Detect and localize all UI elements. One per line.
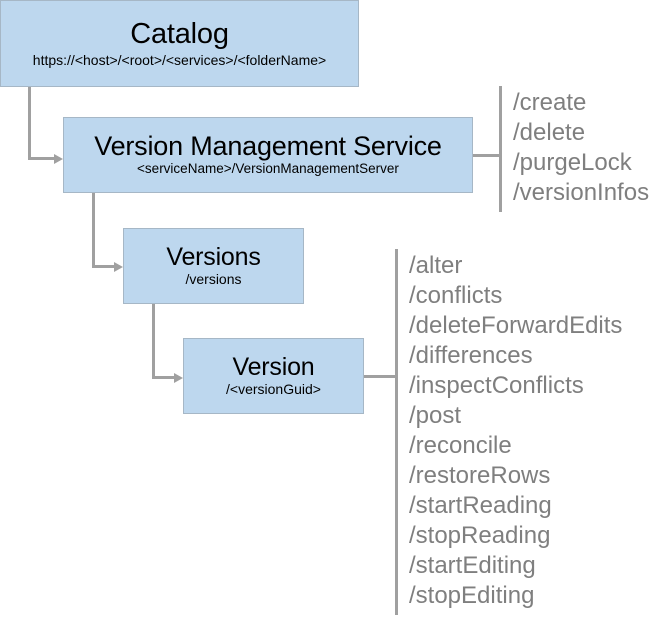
node-versions[interactable]: Versions /versions bbox=[123, 228, 304, 304]
operations-list-version-management-service: /create/delete/purgeLock/versionInfos bbox=[499, 86, 649, 212]
operation-item-version-6[interactable]: /reconcile bbox=[409, 432, 512, 459]
operation-item-version-4[interactable]: /inspectConflicts bbox=[409, 372, 584, 399]
node-versions-title: Versions bbox=[166, 243, 261, 272]
operation-item-version-0[interactable]: /alter bbox=[409, 252, 463, 279]
operation-item-vms-1[interactable]: /delete bbox=[513, 119, 586, 146]
connector-vms-to-versions-vertical bbox=[92, 192, 95, 268]
node-versions-subtitle: /versions bbox=[185, 271, 242, 288]
connector-catalog-to-vms-horizontal bbox=[28, 157, 56, 160]
connector-version-to-operations bbox=[363, 375, 397, 378]
node-version-management-service-subtitle: <serviceName>/VersionManagementServer bbox=[137, 161, 399, 177]
connector-catalog-to-vms-vertical bbox=[28, 86, 31, 160]
connector-versions-to-version-arrowhead bbox=[174, 372, 183, 383]
operation-item-version-2[interactable]: /deleteForwardEdits bbox=[409, 312, 623, 339]
operation-item-vms-3[interactable]: /versionInfos bbox=[513, 179, 650, 206]
operations-list-version-items: /alter/conflicts/deleteForwardEdits/diff… bbox=[398, 249, 622, 615]
connector-vms-to-operations bbox=[472, 154, 500, 157]
operation-item-version-1[interactable]: /conflicts bbox=[409, 282, 503, 309]
operations-list-vms-items: /create/delete/purgeLock/versionInfos bbox=[502, 86, 649, 212]
operation-item-vms-2[interactable]: /purgeLock bbox=[513, 149, 632, 176]
operation-item-version-8[interactable]: /startReading bbox=[409, 492, 552, 519]
operation-item-vms-0[interactable]: /create bbox=[513, 89, 587, 116]
operation-item-version-5[interactable]: /post bbox=[409, 402, 462, 429]
operation-item-version-3[interactable]: /differences bbox=[409, 342, 533, 369]
node-version-title: Version bbox=[232, 353, 315, 382]
operation-item-version-9[interactable]: /stopReading bbox=[409, 522, 551, 549]
node-catalog[interactable]: Catalog https://<host>/<root>/<services>… bbox=[0, 0, 359, 87]
node-version-management-service-title: Version Management Service bbox=[94, 131, 442, 162]
operations-list-vms-bar bbox=[499, 86, 502, 212]
connector-vms-to-versions-horizontal bbox=[92, 265, 116, 268]
connector-catalog-to-vms-arrowhead bbox=[54, 153, 63, 164]
node-version-subtitle: /<versionGuid> bbox=[226, 381, 321, 398]
connector-vms-to-versions-arrowhead bbox=[114, 261, 123, 272]
operation-item-version-7[interactable]: /restoreRows bbox=[409, 462, 551, 489]
operation-item-version-11[interactable]: /stopEditing bbox=[409, 582, 535, 609]
connector-versions-to-version-horizontal bbox=[152, 376, 176, 379]
operations-list-version: /alter/conflicts/deleteForwardEdits/diff… bbox=[395, 249, 622, 615]
node-version-management-service[interactable]: Version Management Service <serviceName>… bbox=[63, 117, 473, 193]
node-catalog-subtitle: https://<host>/<root>/<services>/<folder… bbox=[32, 51, 327, 68]
operations-list-version-bar bbox=[395, 249, 398, 615]
node-catalog-title: Catalog bbox=[130, 17, 229, 50]
connector-versions-to-version-vertical bbox=[152, 303, 155, 379]
operation-item-version-10[interactable]: /startEditing bbox=[409, 552, 536, 579]
node-version[interactable]: Version /<versionGuid> bbox=[183, 338, 364, 414]
